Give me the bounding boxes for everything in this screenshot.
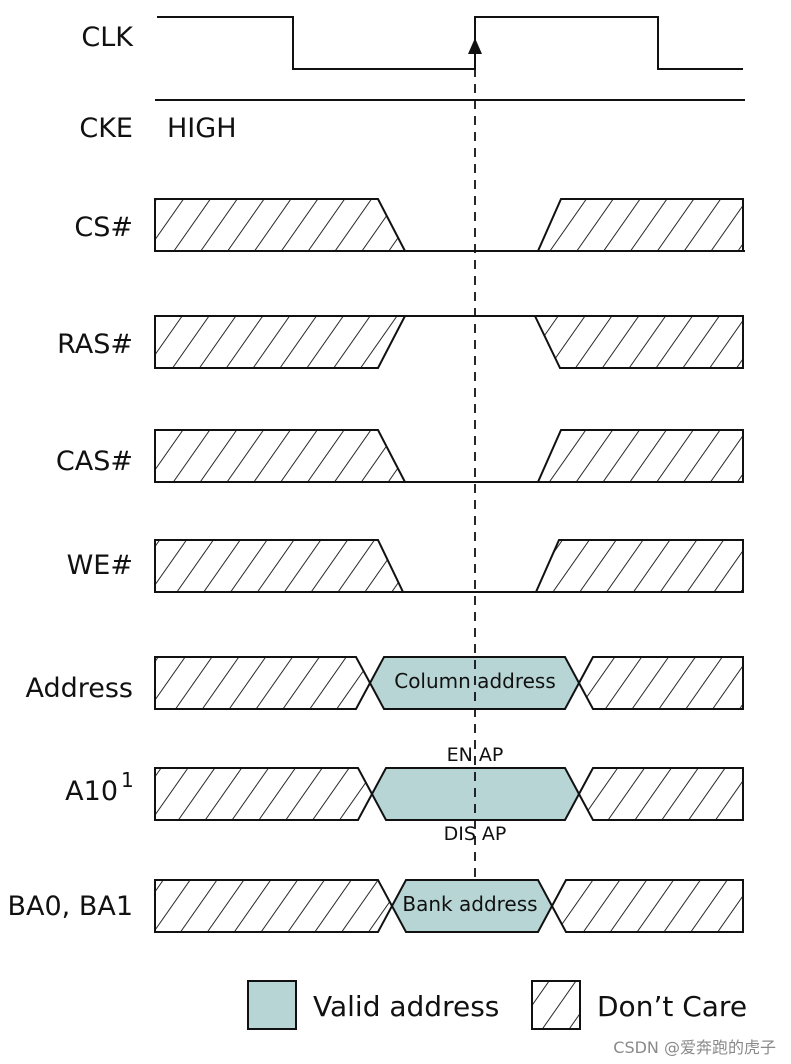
ba-label: BA0, BA1 bbox=[7, 891, 133, 922]
watermark: CSDN @爱奔跑的虎子 bbox=[613, 1038, 776, 1057]
address-dont-care-left bbox=[154, 656, 372, 710]
cs-waveform bbox=[154, 198, 745, 252]
cke-state-label: HIGH bbox=[167, 113, 237, 144]
ras-dont-care-left bbox=[154, 315, 407, 369]
cs-label: CS# bbox=[74, 212, 133, 243]
a10-label: A10 bbox=[65, 776, 118, 807]
ras-label: RAS# bbox=[57, 329, 133, 360]
we-waveform bbox=[154, 539, 744, 593]
legend-dont-care-label: Don’t Care bbox=[597, 990, 747, 1023]
a10-dont-care-left bbox=[154, 767, 374, 821]
ba-waveform: Bank address bbox=[154, 879, 744, 933]
a10-dont-care-right bbox=[577, 767, 744, 821]
legend-dont-care-swatch bbox=[531, 980, 581, 1030]
cs-dont-care-right bbox=[536, 198, 744, 252]
cas-dont-care-right bbox=[536, 429, 744, 483]
ras-waveform bbox=[154, 315, 744, 369]
legend: Valid address Don’t Care bbox=[247, 980, 747, 1030]
cke-label: CKE bbox=[79, 113, 133, 144]
dis-ap-label: DIS AP bbox=[444, 823, 507, 845]
we-dont-care-right bbox=[534, 539, 744, 593]
address-label: Address bbox=[25, 673, 133, 704]
cas-waveform bbox=[154, 429, 744, 483]
address-waveform: Column address bbox=[154, 656, 744, 710]
clk-label: CLK bbox=[81, 22, 134, 53]
cs-dont-care-left bbox=[154, 198, 407, 252]
rising-edge-arrow-icon bbox=[468, 38, 482, 54]
cas-dont-care-left bbox=[154, 429, 407, 483]
bank-address-label: Bank address bbox=[402, 892, 537, 916]
legend-valid-swatch bbox=[247, 980, 297, 1030]
ras-dont-care-right bbox=[533, 315, 744, 369]
we-label: WE# bbox=[67, 550, 133, 581]
a10-footnote: 1 bbox=[121, 768, 134, 792]
ba-dont-care-right bbox=[550, 879, 744, 933]
clk-waveform bbox=[157, 16, 743, 70]
en-ap-label: EN AP bbox=[447, 744, 504, 766]
ba-dont-care-left bbox=[154, 879, 394, 933]
legend-valid-label: Valid address bbox=[313, 990, 499, 1023]
cas-label: CAS# bbox=[56, 446, 133, 477]
a10-waveform: EN AP DIS AP bbox=[154, 744, 744, 845]
address-dont-care-right bbox=[577, 656, 744, 710]
we-dont-care-left bbox=[154, 539, 405, 593]
